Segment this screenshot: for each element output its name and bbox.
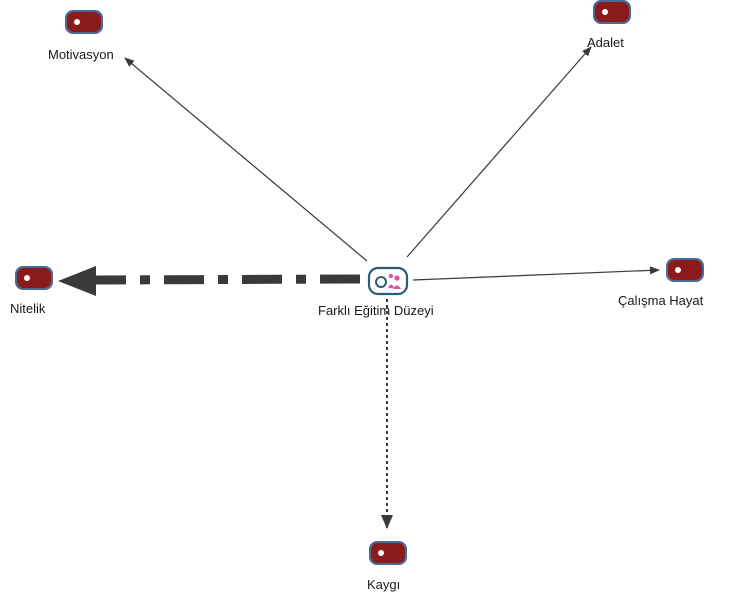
code-tag-icon-kaygi[interactable] xyxy=(369,541,407,565)
node-label-adalet[interactable]: Adalet xyxy=(587,35,624,50)
node-label-motivasyon[interactable]: Motivasyon xyxy=(48,47,114,62)
center-node-label[interactable]: Farklı Eğitim Düzeyi xyxy=(318,303,434,318)
code-tag-icon-adalet[interactable] xyxy=(593,0,631,24)
node-label-calisma-hayat[interactable]: Çalışma Hayat xyxy=(618,293,704,308)
code-tag-icon-motivasyon[interactable] xyxy=(65,10,103,34)
node-label-nitelik[interactable]: Nitelik xyxy=(10,301,46,316)
edge-to-nitelik-arrowhead xyxy=(58,266,96,296)
code-tag-icon-nitelik[interactable] xyxy=(15,266,53,290)
edge-to-motivasyon xyxy=(124,57,368,262)
group-code-icon[interactable] xyxy=(367,266,409,296)
edge-to-adalet xyxy=(406,46,592,258)
code-tag-icon-calisma[interactable] xyxy=(666,258,704,282)
node-label-kaygi[interactable]: Kaygı xyxy=(367,577,401,592)
edge-to-nitelik xyxy=(95,274,361,285)
edge-to-calisma xyxy=(412,266,660,281)
